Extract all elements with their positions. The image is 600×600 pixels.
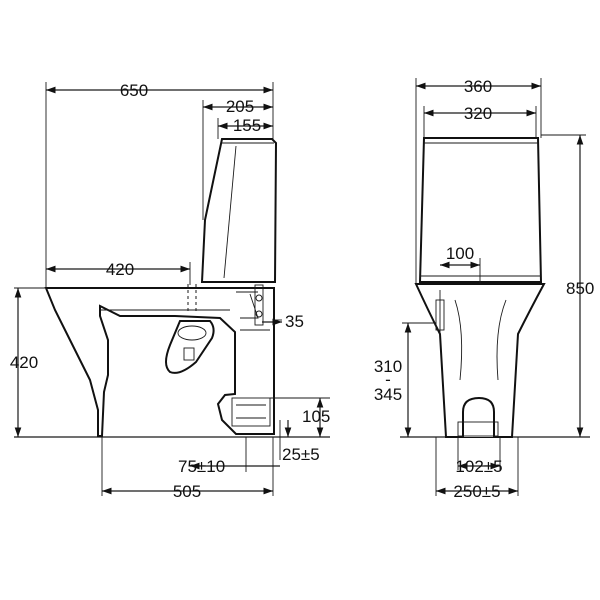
side-tank-outline (200, 138, 278, 283)
label-155: 155 (233, 116, 261, 135)
side-trap-shape (165, 320, 215, 374)
label-100: 100 (446, 244, 474, 263)
label-105: 105 (302, 407, 330, 426)
label-310: 310 (374, 357, 402, 376)
label-102: 102±5 (455, 457, 502, 476)
label-850: 850 (566, 279, 594, 298)
front-outlet-opening (462, 396, 495, 437)
side-trap-hole (177, 325, 207, 341)
side-badge-icon (183, 347, 195, 361)
label-25: 25±5 (282, 445, 320, 464)
label-345: 345 (374, 385, 402, 404)
side-inlet-valve (254, 284, 264, 326)
label-320: 320 (464, 104, 492, 123)
front-view: 360 320 850 100 310 - 345 102±5 250±5 (374, 77, 595, 501)
label-dash: - (385, 370, 391, 389)
label-420-horizontal: 420 (106, 260, 134, 279)
front-pedestal-inner-left (454, 299, 463, 381)
side-inlet-hidden (187, 284, 197, 312)
label-505: 505 (173, 482, 201, 501)
label-35: 35 (285, 312, 304, 331)
side-valve-knob-2 (255, 310, 263, 318)
label-205: 205 (226, 97, 254, 116)
side-tank-inner-line (223, 145, 237, 279)
front-outlet-pipe (457, 421, 499, 437)
side-outlet-pipe (231, 397, 271, 427)
label-75: 75±10 (178, 457, 225, 476)
side-inlet-pipe (236, 291, 270, 331)
side-valve-knob-1 (255, 294, 263, 302)
label-650: 650 (120, 81, 148, 100)
side-view: 650 205 155 420 420 35 105 25±5 75±10 50… (10, 81, 331, 501)
front-tank-outline (418, 137, 543, 283)
label-420-vertical: 420 (10, 353, 38, 372)
label-250: 250±5 (453, 482, 500, 501)
label-360: 360 (464, 77, 492, 96)
front-pedestal-inner-right (496, 299, 507, 381)
side-bowl-outline (44, 287, 275, 437)
front-pedestal-outline (414, 283, 546, 438)
front-inlet-valve (435, 299, 445, 331)
